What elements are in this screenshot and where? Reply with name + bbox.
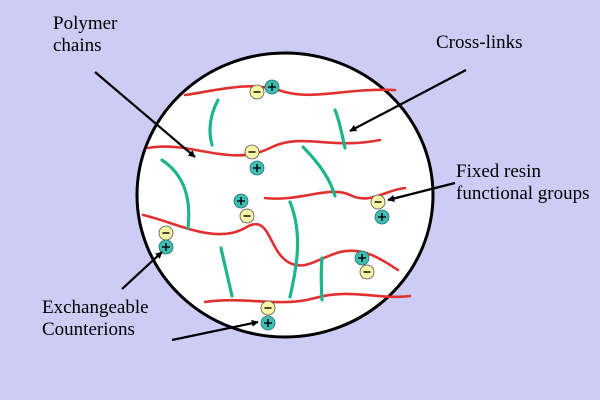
counterion [354, 250, 370, 266]
arrow-counterions-lower [171, 319, 259, 342]
cross-links [160, 98, 347, 302]
counterion [260, 315, 276, 331]
fixed-group-ion [244, 144, 260, 160]
label-line: Polymer [53, 13, 118, 34]
cross-link [208, 98, 220, 147]
arrow-cross-links [349, 69, 467, 132]
cross-link [160, 158, 191, 230]
label-counterions: Exchangeable Counterions [42, 297, 149, 341]
cross-link [319, 256, 324, 302]
counterion [374, 209, 390, 225]
fixed-group-ion [158, 225, 174, 241]
arrow-polymer-chains [94, 71, 196, 158]
label-line: Cross-links [436, 32, 523, 53]
cross-link [219, 246, 234, 298]
polymer-chain [263, 186, 407, 200]
cross-link [288, 200, 300, 299]
resin-bead [135, 51, 435, 339]
label-line: functional groups [456, 183, 590, 204]
ion-pairs [158, 79, 390, 331]
polymer-chain [203, 292, 412, 304]
label-polymer-chains: Polymer chains [53, 13, 117, 57]
fixed-group-ion [239, 208, 255, 224]
counterion [249, 160, 265, 176]
label-line: chains [53, 35, 102, 56]
label-fixed-groups: Fixed resin functional groups [456, 161, 590, 205]
label-cross-links: Cross-links [436, 32, 523, 54]
label-line: Counterions [42, 319, 135, 340]
polymer-chain [183, 85, 397, 97]
counterion [158, 239, 174, 255]
counterion [264, 79, 280, 95]
fixed-group-ion [359, 264, 375, 280]
polymer-chain [141, 213, 400, 272]
label-line: Exchangeable [42, 297, 149, 318]
fixed-group-ion [260, 300, 276, 316]
counterion [233, 193, 249, 209]
label-line: Fixed resin [456, 161, 541, 182]
fixed-group-ion [370, 194, 386, 210]
callout-arrows [94, 69, 467, 342]
arrow-fixed-groups [387, 181, 456, 202]
cross-link [301, 145, 337, 198]
fixed-group-ion [249, 84, 265, 100]
cross-link [333, 108, 347, 150]
arrow-counterions-upper [121, 251, 163, 290]
